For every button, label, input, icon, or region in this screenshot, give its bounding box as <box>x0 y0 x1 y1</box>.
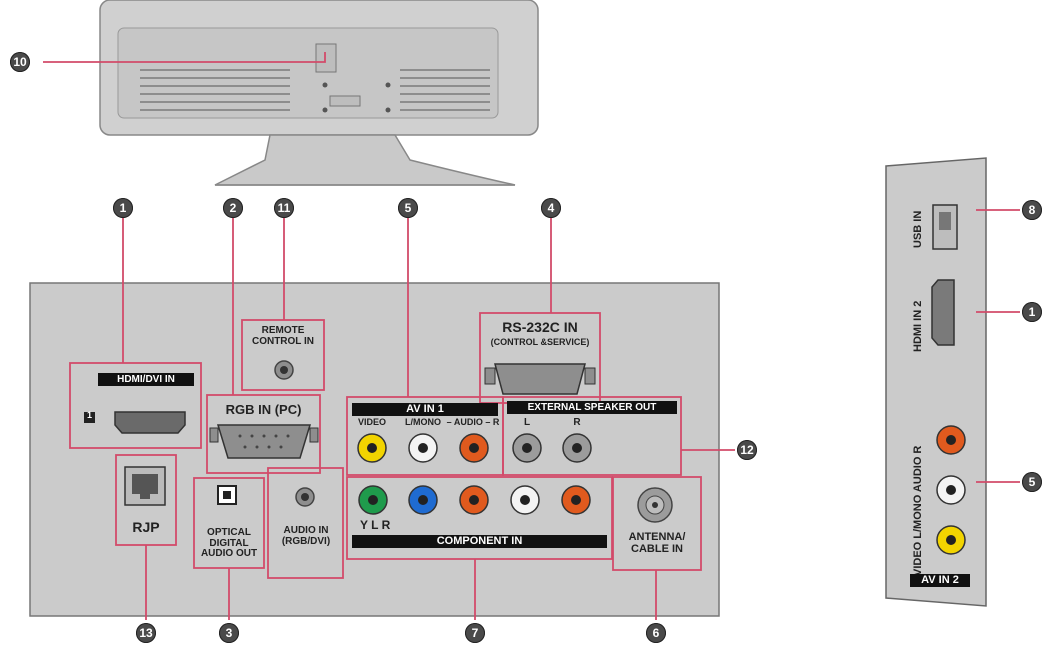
ext-speaker-out-label: EXTERNAL SPEAKER OUT <box>507 401 677 414</box>
callout-5: 5 <box>398 198 418 218</box>
callout-7: 7 <box>465 623 485 643</box>
optical-out-label: OPTICAL DIGITAL AUDIO OUT <box>200 527 258 559</box>
rs232c-sub-label: (CONTROL &SERVICE) <box>490 337 590 347</box>
rca-jack-icon <box>357 433 592 515</box>
hdmi-dvi-label: HDMI/DVI IN <box>98 373 194 386</box>
component-in-label: COMPONENT IN <box>352 535 607 548</box>
antenna-cable-in-label: ANTENNA/ CABLE IN <box>628 531 686 555</box>
side-video-audio-label: VIDEO L/MONO AUDIO R <box>912 445 924 576</box>
callout-12: 12 <box>737 440 757 460</box>
av-video-label: VIDEO <box>357 417 386 427</box>
rs232c-port-icon <box>494 363 586 395</box>
av-audio-r-label: – AUDIO – R <box>446 417 500 427</box>
hdmi-port-icon <box>114 411 186 434</box>
callout-11: 11 <box>274 198 294 218</box>
callout-3: 3 <box>219 623 239 643</box>
callout-1-side: 1 <box>1022 302 1042 322</box>
callout-8: 8 <box>1022 200 1042 220</box>
audio-in-rgb-dvi-label: AUDIO IN (RGB/DVI) <box>281 525 331 547</box>
rgb-in-pc-label: RGB IN (PC) <box>225 402 302 417</box>
usb-in-label: USB IN <box>912 210 924 248</box>
callout-2: 2 <box>223 198 243 218</box>
callout-5-side: 5 <box>1022 472 1042 492</box>
hdmi-port-number: 1 <box>86 410 92 420</box>
rs232c-label: RS-232C IN <box>502 319 578 335</box>
callout-10: 10 <box>10 52 30 72</box>
speaker-l-label: L <box>523 417 531 428</box>
hdmi-in-2-label: HDMI IN 2 <box>912 300 924 352</box>
callout-4: 4 <box>541 198 561 218</box>
av-lmono-label: L/MONO <box>405 417 441 427</box>
remote-control-in-label: REMOTE CONTROL IN <box>251 325 315 347</box>
speaker-r-label: R <box>573 417 581 428</box>
callout-13: 13 <box>136 623 156 643</box>
rjp-label: RJP <box>132 519 160 535</box>
vga-port-icon <box>216 424 312 459</box>
tv-stand-icon <box>99 0 539 186</box>
callout-6: 6 <box>646 623 666 643</box>
ylr-label: Y L R <box>360 518 391 532</box>
av-in-2-label: AV IN 2 <box>910 574 970 587</box>
av-in-1-label: AV IN 1 <box>352 403 498 416</box>
callout-1: 1 <box>113 198 133 218</box>
